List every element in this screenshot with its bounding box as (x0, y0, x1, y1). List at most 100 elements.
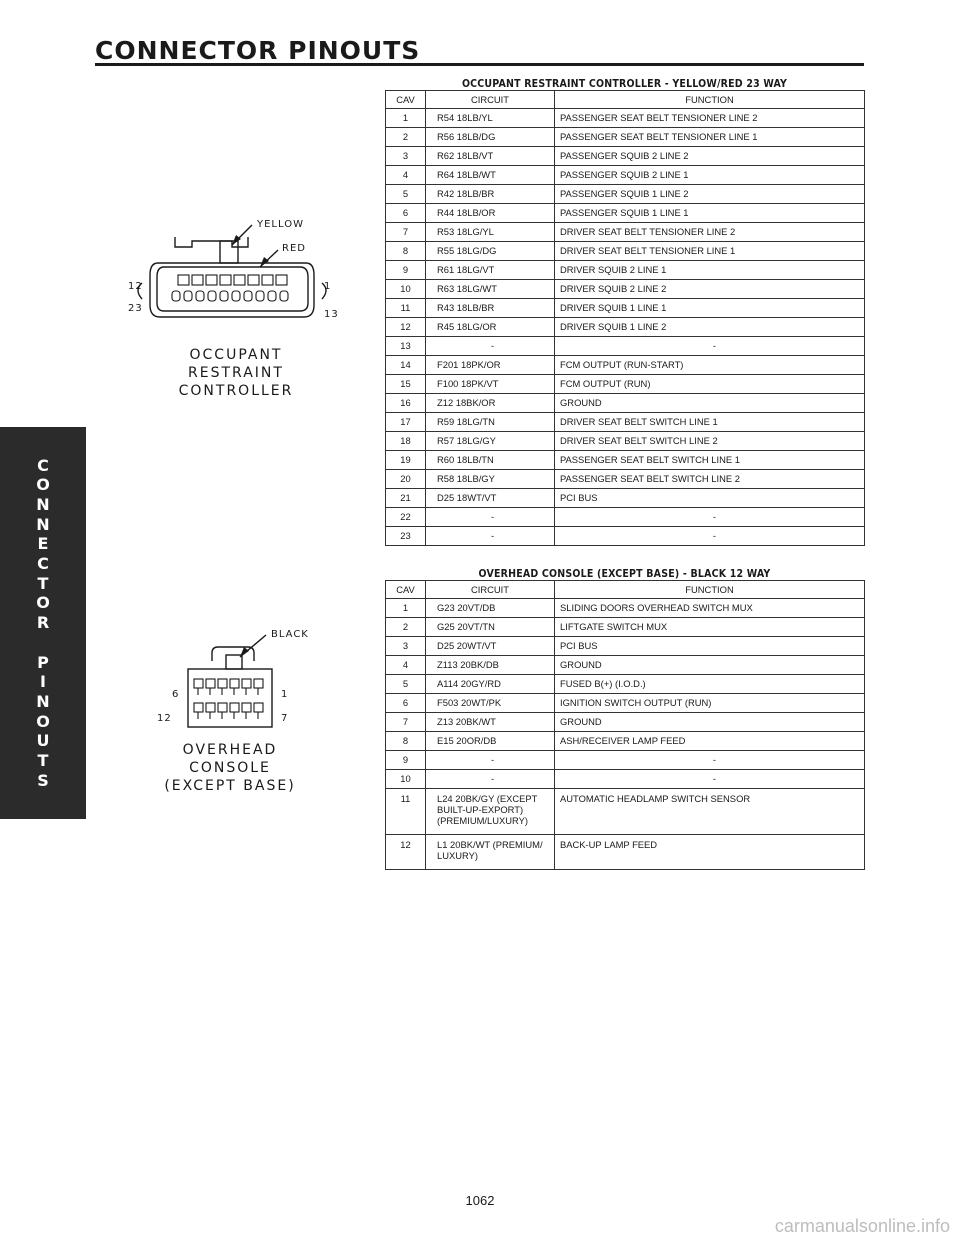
occupant-table-title: OCCUPANT RESTRAINT CONTROLLER - YELLOW/R… (461, 78, 788, 90)
cav-cell: 1 (385, 598, 426, 618)
function-cell: DRIVER SQUIB 2 LINE 2 (554, 279, 865, 299)
function-cell: GROUND (554, 393, 865, 413)
circuit-cell: R57 18LG/GY (425, 431, 555, 451)
function-cell: DRIVER SQUIB 1 LINE 2 (554, 317, 865, 337)
table-row: 9-- (385, 750, 865, 770)
caption-line-3: (EXCEPT BASE) (164, 778, 295, 794)
circuit-cell: R63 18LG/WT (425, 279, 555, 299)
circuit-cell: R64 18LB/WT (425, 165, 555, 185)
function-cell: PASSENGER SEAT BELT TENSIONER LINE 2 (554, 108, 865, 128)
column-header-function: FUNCTION (554, 90, 865, 109)
side-tab-letter: P (37, 652, 49, 672)
side-tab-letter: C (37, 455, 49, 475)
cav-cell: 5 (385, 184, 426, 204)
function-cell: DRIVER SEAT BELT TENSIONER LINE 1 (554, 241, 865, 261)
red-callout: RED (282, 243, 306, 254)
cav-cell: 2 (385, 617, 426, 637)
cav-cell: 4 (385, 165, 426, 185)
pin-label-bottom-left: 12 (157, 713, 172, 724)
header-rule (95, 63, 864, 66)
circuit-cell: R56 18LB/DG (425, 127, 555, 147)
function-cell: PASSENGER SQUIB 1 LINE 2 (554, 184, 865, 204)
pin-label-top-left: 6 (172, 689, 179, 700)
function-cell: PASSENGER SQUIB 1 LINE 1 (554, 203, 865, 223)
cav-cell: 5 (385, 674, 426, 694)
side-tab-letter: O (36, 475, 50, 495)
function-cell: DRIVER SQUIB 2 LINE 1 (554, 260, 865, 280)
cav-cell: 9 (385, 260, 426, 280)
circuit-cell: - (425, 336, 555, 356)
function-cell: - (554, 336, 865, 356)
circuit-cell: R44 18LB/OR (425, 203, 555, 223)
circuit-cell: R53 18LG/YL (425, 222, 555, 242)
black-callout: BLACK (271, 629, 309, 640)
pin-label-bottom-left: 23 (128, 303, 143, 314)
cav-cell: 14 (385, 355, 426, 375)
overhead-console-connector-diagram: BLACK 6 1 12 7 OVERHEAD CONSOLE (EXCEPT … (157, 629, 309, 794)
cav-cell: 15 (385, 374, 426, 394)
function-cell: - (554, 750, 865, 770)
pin-label-top-right: 1 (281, 689, 288, 700)
cav-cell: 4 (385, 655, 426, 675)
cav-cell: 8 (385, 731, 426, 751)
side-tab-letter: R (36, 613, 50, 633)
circuit-cell: Z12 18BK/OR (425, 393, 555, 413)
function-cell: PASSENGER SEAT BELT SWITCH LINE 2 (554, 469, 865, 489)
cav-cell: 3 (385, 146, 426, 166)
caption-line-2: CONSOLE (189, 760, 271, 776)
caption-line-1: OCCUPANT (190, 347, 283, 363)
cav-cell: 7 (385, 712, 426, 732)
function-cell: PASSENGER SEAT BELT SWITCH LINE 1 (554, 450, 865, 470)
column-header-cav: CAV (385, 580, 426, 599)
side-tab-letter: T (37, 750, 49, 770)
circuit-cell: R45 18LG/OR (425, 317, 555, 337)
circuit-cell: F100 18PK/VT (425, 374, 555, 394)
occupant-restraint-connector-diagram: YELLOW RED 12 1 23 13 OCCUPANT RESTRAINT… (128, 219, 338, 399)
function-cell: PCI BUS (554, 488, 865, 508)
circuit-cell: R60 18LB/TN (425, 450, 555, 470)
circuit-line: L24 20BK/GY (EXCEPT (437, 793, 538, 804)
circuit-cell: D25 20WT/VT (425, 636, 555, 656)
circuit-cell: - (425, 507, 555, 527)
function-cell: PASSENGER SEAT BELT TENSIONER LINE 1 (554, 127, 865, 147)
circuit-line: L1 20BK/WT (PREMIUM/ (437, 839, 543, 850)
cav-cell: 11 (385, 788, 426, 835)
pin-label-top-right: 1 (324, 281, 331, 292)
function-cell: GROUND (554, 655, 865, 675)
circuit-cell: R58 18LB/GY (425, 469, 555, 489)
function-cell: - (554, 507, 865, 527)
circuit-cell: A114 20GY/RD (425, 674, 555, 694)
cav-cell: 8 (385, 241, 426, 261)
circuit-cell: F201 18PK/OR (425, 355, 555, 375)
cav-cell: 6 (385, 203, 426, 223)
function-cell: FUSED B(+) (I.O.D.) (554, 674, 865, 694)
cav-cell: 21 (385, 488, 426, 508)
circuit-cell: G25 20VT/TN (425, 617, 555, 637)
cav-cell: 11 (385, 298, 426, 318)
side-tab-letter: O (36, 711, 50, 731)
column-header-function: FUNCTION (554, 580, 865, 599)
cav-cell: 3 (385, 636, 426, 656)
circuit-cell: R55 18LG/DG (425, 241, 555, 261)
